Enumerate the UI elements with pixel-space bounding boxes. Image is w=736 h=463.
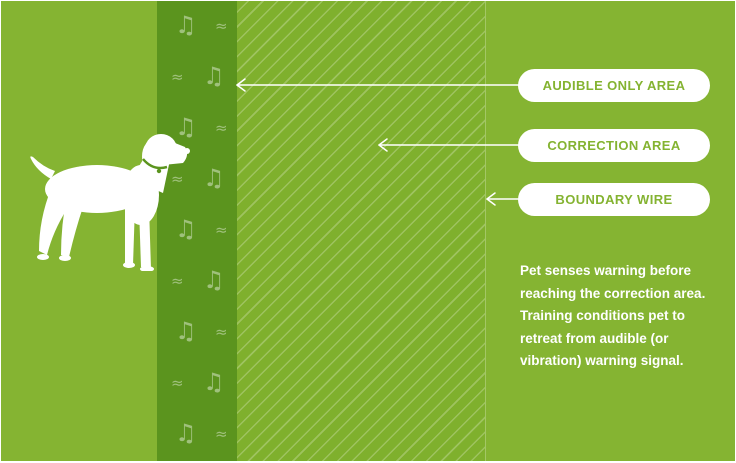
sound-wave-icon: ≈: [215, 425, 228, 443]
sound-symbols: ♫ ≈ ♫ ≈ ♫ ≈ ♫ ≈ ♫ ≈ ♫ ≈ ♫ ≈ ♫ ≈ ♫ ≈: [157, 1, 237, 461]
sound-wave-icon: ≈: [171, 374, 184, 392]
sound-wave-icon: ≈: [215, 221, 228, 239]
sound-wave-icon: ≈: [215, 119, 228, 137]
music-note-icon: ♫: [175, 11, 197, 39]
music-note-icon: ♫: [175, 113, 197, 141]
description-text: Pet senses warning before reaching the c…: [520, 263, 706, 369]
music-note-icon: ♫: [175, 215, 197, 243]
boundary-wire-label: BOUNDARY WIRE: [518, 183, 710, 216]
music-note-icon: ♫: [175, 317, 197, 345]
arrow-boundary-wire: [486, 192, 519, 206]
sound-wave-icon: ≈: [215, 323, 228, 341]
music-note-icon: ♫: [175, 419, 197, 447]
music-note-icon: ♫: [203, 368, 225, 396]
correction-zone: [237, 1, 485, 461]
boundary-wire-line: [485, 1, 486, 461]
arrow-audible-only: [236, 78, 519, 92]
music-note-icon: ♫: [203, 266, 225, 294]
music-note-icon: ♫: [203, 62, 225, 90]
sound-wave-icon: ≈: [171, 170, 184, 188]
sound-wave-icon: ≈: [215, 17, 228, 35]
sound-wave-icon: ≈: [171, 272, 184, 290]
audible-only-zone: [157, 1, 237, 461]
audible-only-area-label: AUDIBLE ONLY AREA: [518, 69, 710, 102]
arrow-correction: [378, 138, 519, 152]
dog-silhouette-icon: [30, 134, 190, 271]
correction-area-label: CORRECTION AREA: [518, 129, 710, 162]
music-note-icon: ♫: [203, 164, 225, 192]
sound-wave-icon: ≈: [171, 68, 184, 86]
